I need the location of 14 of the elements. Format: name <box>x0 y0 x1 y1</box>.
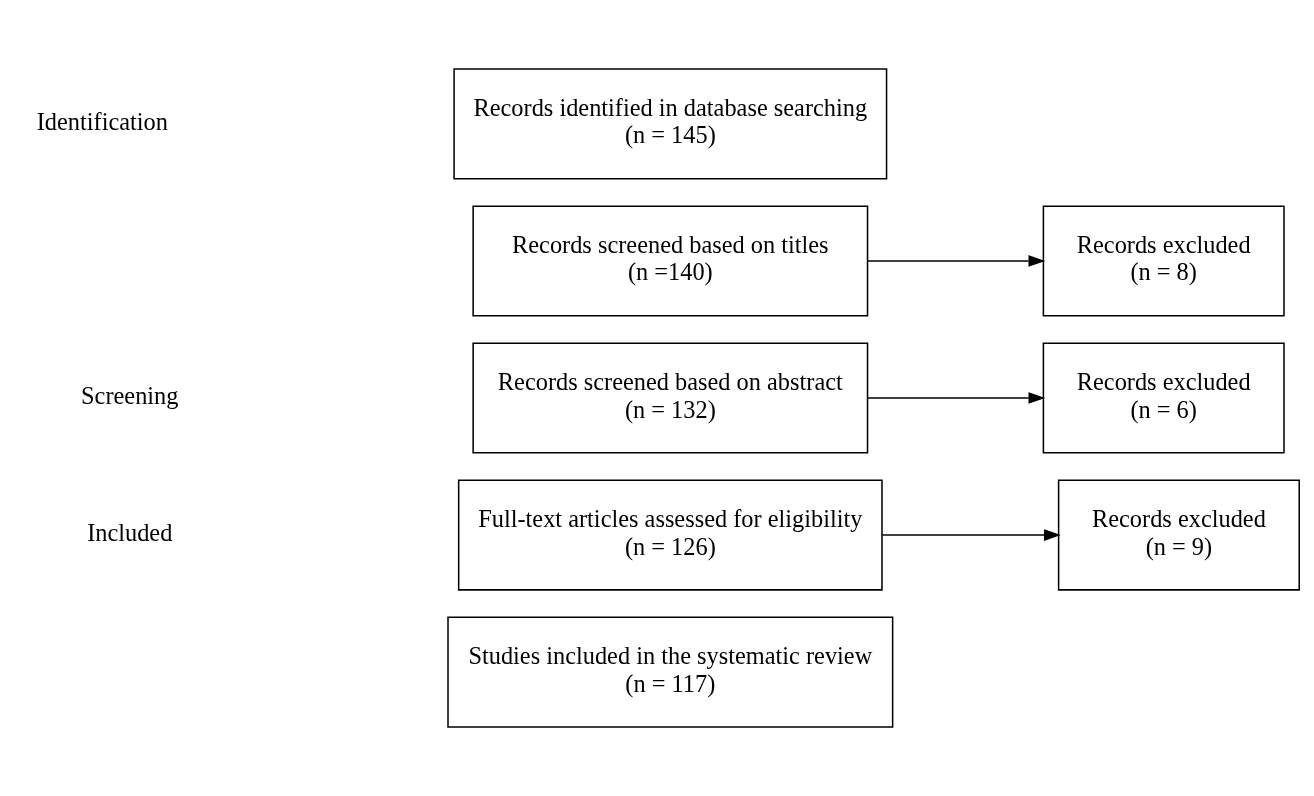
node-box: Records excluded (n = 6) <box>1042 342 1285 454</box>
label: Screening <box>81 381 179 409</box>
label: Identification <box>36 107 168 135</box>
label: Included <box>87 518 173 546</box>
node-box: Records excluded (n = 8) <box>1042 205 1285 317</box>
node-box: Studies included in the systematic review (n = 117) <box>447 616 894 728</box>
node-box: Records identified in database searching (n = 145) <box>453 68 888 180</box>
arrow <box>881 529 1061 541</box>
node-box: Records screened based on abstract (n = 132) <box>472 342 869 454</box>
node-box: Full-text articles assessed for eligibility (n = 126) <box>457 479 883 591</box>
arrow <box>867 392 1046 404</box>
node-box: Records excluded (n = 9) <box>1057 479 1300 591</box>
node-box: Records screened based on titles (n =140) <box>472 205 869 317</box>
arrow <box>867 255 1046 267</box>
